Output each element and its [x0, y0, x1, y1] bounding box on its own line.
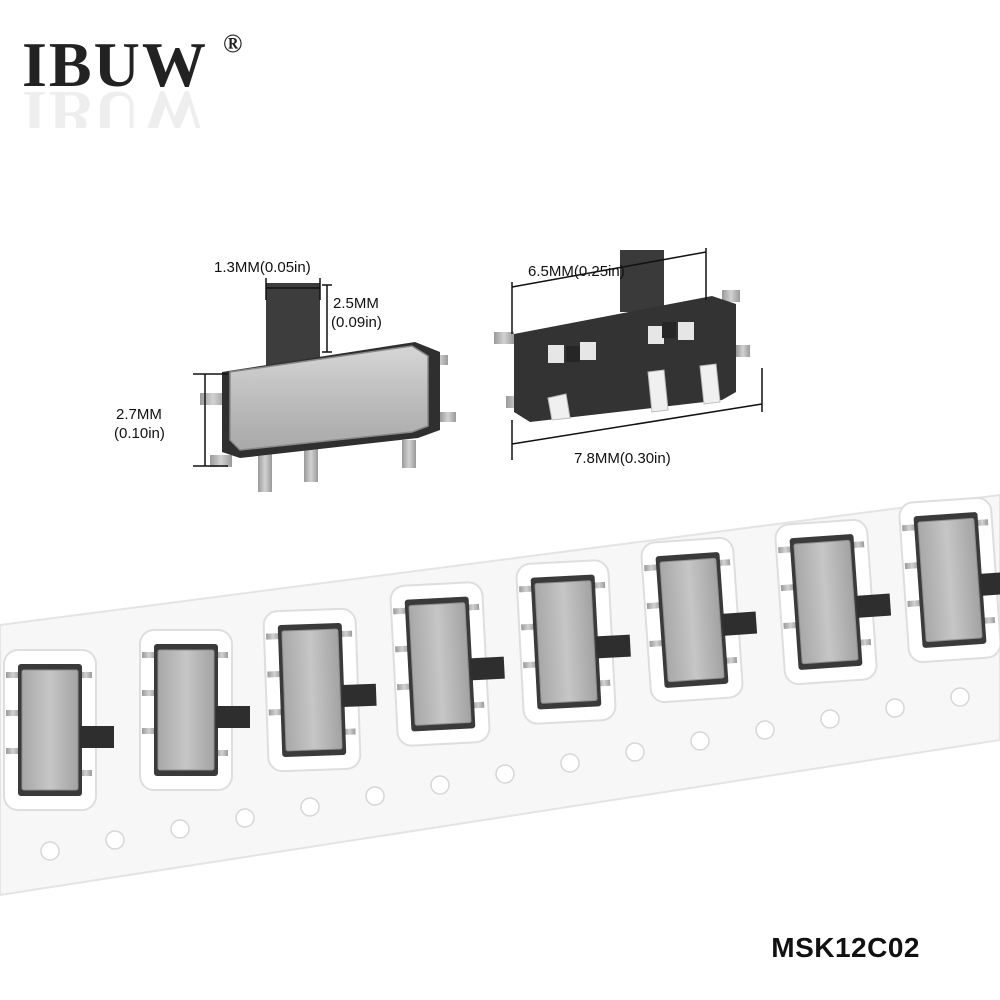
switch-front-view: 1.3MM(0.05in) 2.5MM (0.09in) 2.7MM (0.10… [114, 259, 456, 492]
carrier-tape [0, 493, 1000, 897]
actuator-width-label: 1.3MM(0.05in) [214, 259, 311, 276]
body-width-label: 6.5MM(0.25in) [528, 263, 625, 280]
body-height-in-label: (0.10in) [114, 425, 165, 442]
overall-length-label: 7.8MM(0.30in) [574, 450, 671, 467]
brand-name: IBUW [22, 29, 208, 100]
switch-back-view: 6.5MM(0.25in) 7.8MM(0.30in) [494, 248, 763, 467]
actuator-height-mm-label: 2.5MM [333, 295, 379, 312]
actuator-height-in-label: (0.09in) [331, 314, 382, 331]
model-number: MSK12C02 [771, 932, 920, 963]
registered-mark: ® [223, 29, 242, 58]
body-height-mm-label: 2.7MM [116, 406, 162, 423]
